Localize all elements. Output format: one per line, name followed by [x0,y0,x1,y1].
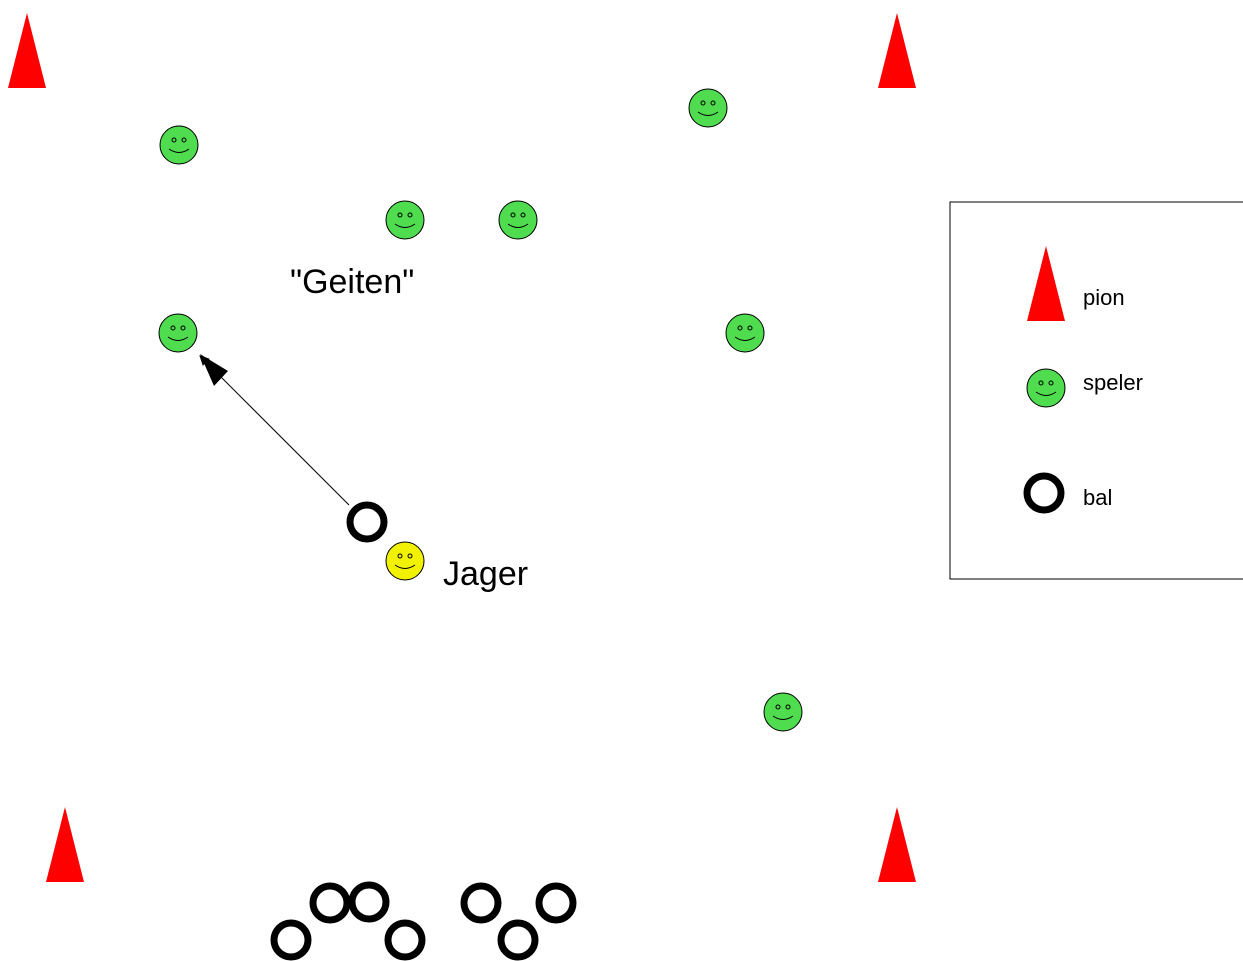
player-icon [688,88,728,128]
ball-icon [460,882,502,924]
ball-icon [384,919,426,961]
player-icon [1026,368,1066,408]
cone-icon [878,13,916,88]
legend-label-pion: pion [1083,285,1125,310]
hunter-icon [385,541,425,581]
players [158,88,803,732]
arrow-head [200,354,228,386]
geiten-label: "Geiten" [290,263,414,301]
ball-icon [309,882,351,924]
player-icon [385,200,425,240]
legend: pion speler bal [949,201,1243,580]
ball-icon [348,881,390,923]
legend-box [949,201,1243,580]
pass-arrow [199,355,350,506]
player-icon [498,200,538,240]
cone-icon [1027,246,1065,321]
ball-icon [270,919,312,961]
ball-icon [535,882,577,924]
ball-icon [346,501,388,543]
cone-icon [878,807,916,882]
ball-icon [497,919,539,961]
player-icon [158,313,198,353]
cone-icon [46,807,84,882]
cone-icon [8,13,46,88]
cones [8,13,916,882]
player-icon [763,692,803,732]
jager-label: Jager [443,555,528,593]
legend-label-bal: bal [1083,485,1112,510]
ball-icon [1023,472,1065,514]
ball-pile [270,881,577,961]
player-icon [725,313,765,353]
legend-label-speler: speler [1083,370,1143,395]
player-icon [159,125,199,165]
